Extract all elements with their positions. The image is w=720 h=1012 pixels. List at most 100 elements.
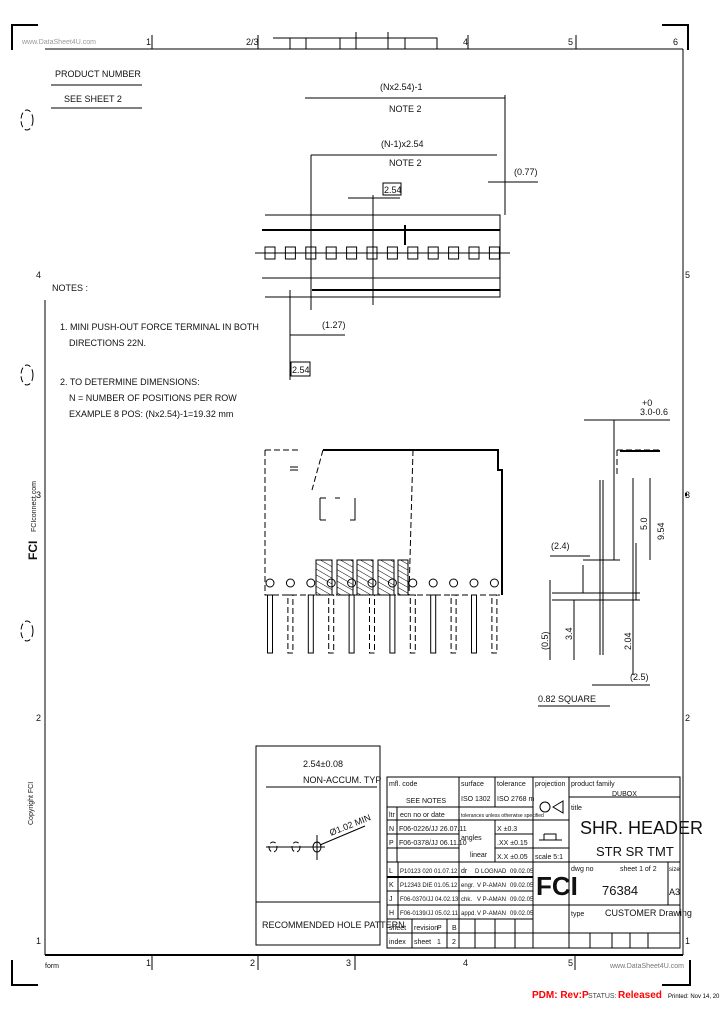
bottom-zone-2: 2 [250,958,255,968]
title-block-approvals-0-date: 09.02.05 [510,869,534,875]
top-view-pin [427,246,439,260]
dim-side-2-4: (2.4) [551,541,570,551]
title-block-tol-rows-1: .XX ±0.15 [497,840,528,847]
watermark-top: www.DataSheet4U.com [21,39,96,46]
side-view [538,419,670,707]
front-view-pin [287,594,294,654]
dim-pitch-span: (N-1)x2.54 [381,139,424,149]
title-block-tolerance-value: ISO 2768 m [497,796,535,803]
bottom-zone-4: 4 [463,958,468,968]
title-block-sheet-index-sheet-values-1: 2 [452,939,456,946]
front-view-pin-head [285,578,295,588]
title-block-tolerance-label: tolerance [497,781,526,788]
top-zone-6: 6 [673,37,678,47]
title-block-sheet-index-revision-label: revision [414,925,438,932]
title-block-approvals-2-ltr: J [389,896,393,903]
note-2-line-3: EXAMPLE 8 POS: (Nx2.54)-1=19.32 mm [69,409,233,419]
dim-half-pitch: (1.27) [322,320,346,330]
top-view-pin [448,246,460,260]
dim-square: 0.82 SQUARE [538,694,596,704]
right-zone-5: 5 [685,270,690,280]
top-view-pin [386,246,398,260]
title-block-size: A3 [669,887,680,897]
top-view-dimensions: (Nx2.54)-1 NOTE 2 (N-1)x2.54 NOTE 2 (0.7… [289,82,538,380]
front-view-pin [348,594,355,654]
notes-heading: NOTES : [52,283,88,293]
title-block-approvals-1-date: 09.02.05 [510,883,534,889]
title-block-scale: scale 5:1 [535,854,563,861]
printed-date: Printed: Nov 14, 2013 [668,994,720,1000]
hole-pattern-box: 2.54±0.08 NON-ACCUM. TYP Ø1.02 MIN RECOM… [255,745,405,946]
watermark-bottom: www.DataSheet4U.com [609,963,684,970]
dim-offset: (0.77) [514,167,538,177]
top-view-pin [468,246,480,260]
title-block-approvals-1-ltr: K [389,882,394,889]
title-block-approvals-3-date: 09.02.05 [510,911,534,917]
top-view-pin [284,246,296,260]
front-view-pin-head [265,578,275,588]
front-view-pin [491,594,498,654]
title-block-approvals-3-ecn: F06-0139/JJ 05.02.11 [400,911,459,917]
top-view [255,214,510,298]
form-label: form [45,963,59,970]
bottom-zone-labels: 1 2 3 4 5 [146,958,573,968]
bottom-zone-5: 5 [568,958,573,968]
hole-pitch-note: NON-ACCUM. TYP [303,775,381,785]
title-block-revisions-0-ltr: N [389,826,394,833]
left-zone-2: 2 [36,713,41,723]
title-block-size-label: size [669,867,680,873]
hole-pattern-caption: RECOMMENDED HOLE PATTERN [262,920,405,930]
left-zone-4: 4 [36,270,41,280]
title-block-title-line2: STR SR TMT [596,844,674,859]
status-label: STATUS: [588,993,617,1000]
top-view-pin [366,246,378,260]
title-block-approvals-0-role: dr [461,868,468,875]
title-block-sheet-index-sheet-label: sheet [389,925,406,932]
corner-marks [11,24,691,986]
side-view-dimensions: +0 3.0-0.6 5.0 9.54 (2.4) (0.5) 3.4 2.04… [538,398,668,704]
dim-side-width: 3.0-0.6 [640,407,668,417]
title-block-mfl-code-value: SEE NOTES [406,798,446,805]
title-block-approvals-2-date: 09.02.05 [510,897,534,903]
front-view-pin [267,594,273,654]
note-2-line-2: N = NUMBER OF POSITIONS PER ROW [69,393,237,403]
top-zone-labels: 1 2/3 4 5 6 [146,37,678,47]
hole-pitch: 2.54±0.08 [303,759,343,769]
title-block-surface-value: ISO 1302 [461,796,491,803]
copyright: Copyright FCI [28,782,35,825]
right-zone-labels: 5 3 2 1 [685,270,690,946]
title-block-sheet-info: sheet 1 of 2 [620,866,657,873]
front-view-pin-head [469,578,479,588]
title-block-dwg-no-label: dwg no [571,866,594,873]
status-value: Released [618,990,662,1001]
front-view-pin [409,594,416,654]
title-block-approvals-2-name: V P-AMAN [477,897,506,903]
title-block-tol-rows-0: X ±0.3 [497,826,517,833]
title-block-type-label: type [571,911,584,918]
front-view-pin-head [428,578,438,588]
title-block-approvals-0-name: D LOGNAD [475,869,507,875]
front-view-pin-head [489,578,499,588]
right-zone-2: 2 [685,713,690,723]
title-block-tol-caption: tolerances unless otherwise specified [461,813,544,819]
title-block-text: mfl. code SEE NOTES surface ISO 1302 tol… [389,781,703,946]
note-2-line-1: 2. TO DETERMINE DIMENSIONS: [60,377,200,387]
title-block-approvals-3-role: appd. [461,911,476,917]
bottom-zone-3: 3 [346,958,351,968]
dim-pitch-bottom: 2.54 [292,365,310,375]
title-block-tol-rows-2: X.X ±0.05 [497,854,528,861]
side-logo-text: FCI [26,541,40,560]
front-view-pin [307,594,314,654]
title-block-approvals-0-ltr: L [389,868,393,875]
title-block-approvals-2-role: chk. [461,897,472,903]
title-block-surface-label: surface [461,781,484,788]
fci-logo: FCI [536,871,578,901]
hole-diameter: Ø1.02 MIN [328,812,372,838]
front-view-pin [430,594,437,654]
top-view-pin [488,246,500,260]
front-view-pin [328,594,335,654]
right-zone-1: 1 [685,936,690,946]
title-block-approvals-1-role: engr. [461,883,475,889]
punch-holes [20,109,34,642]
